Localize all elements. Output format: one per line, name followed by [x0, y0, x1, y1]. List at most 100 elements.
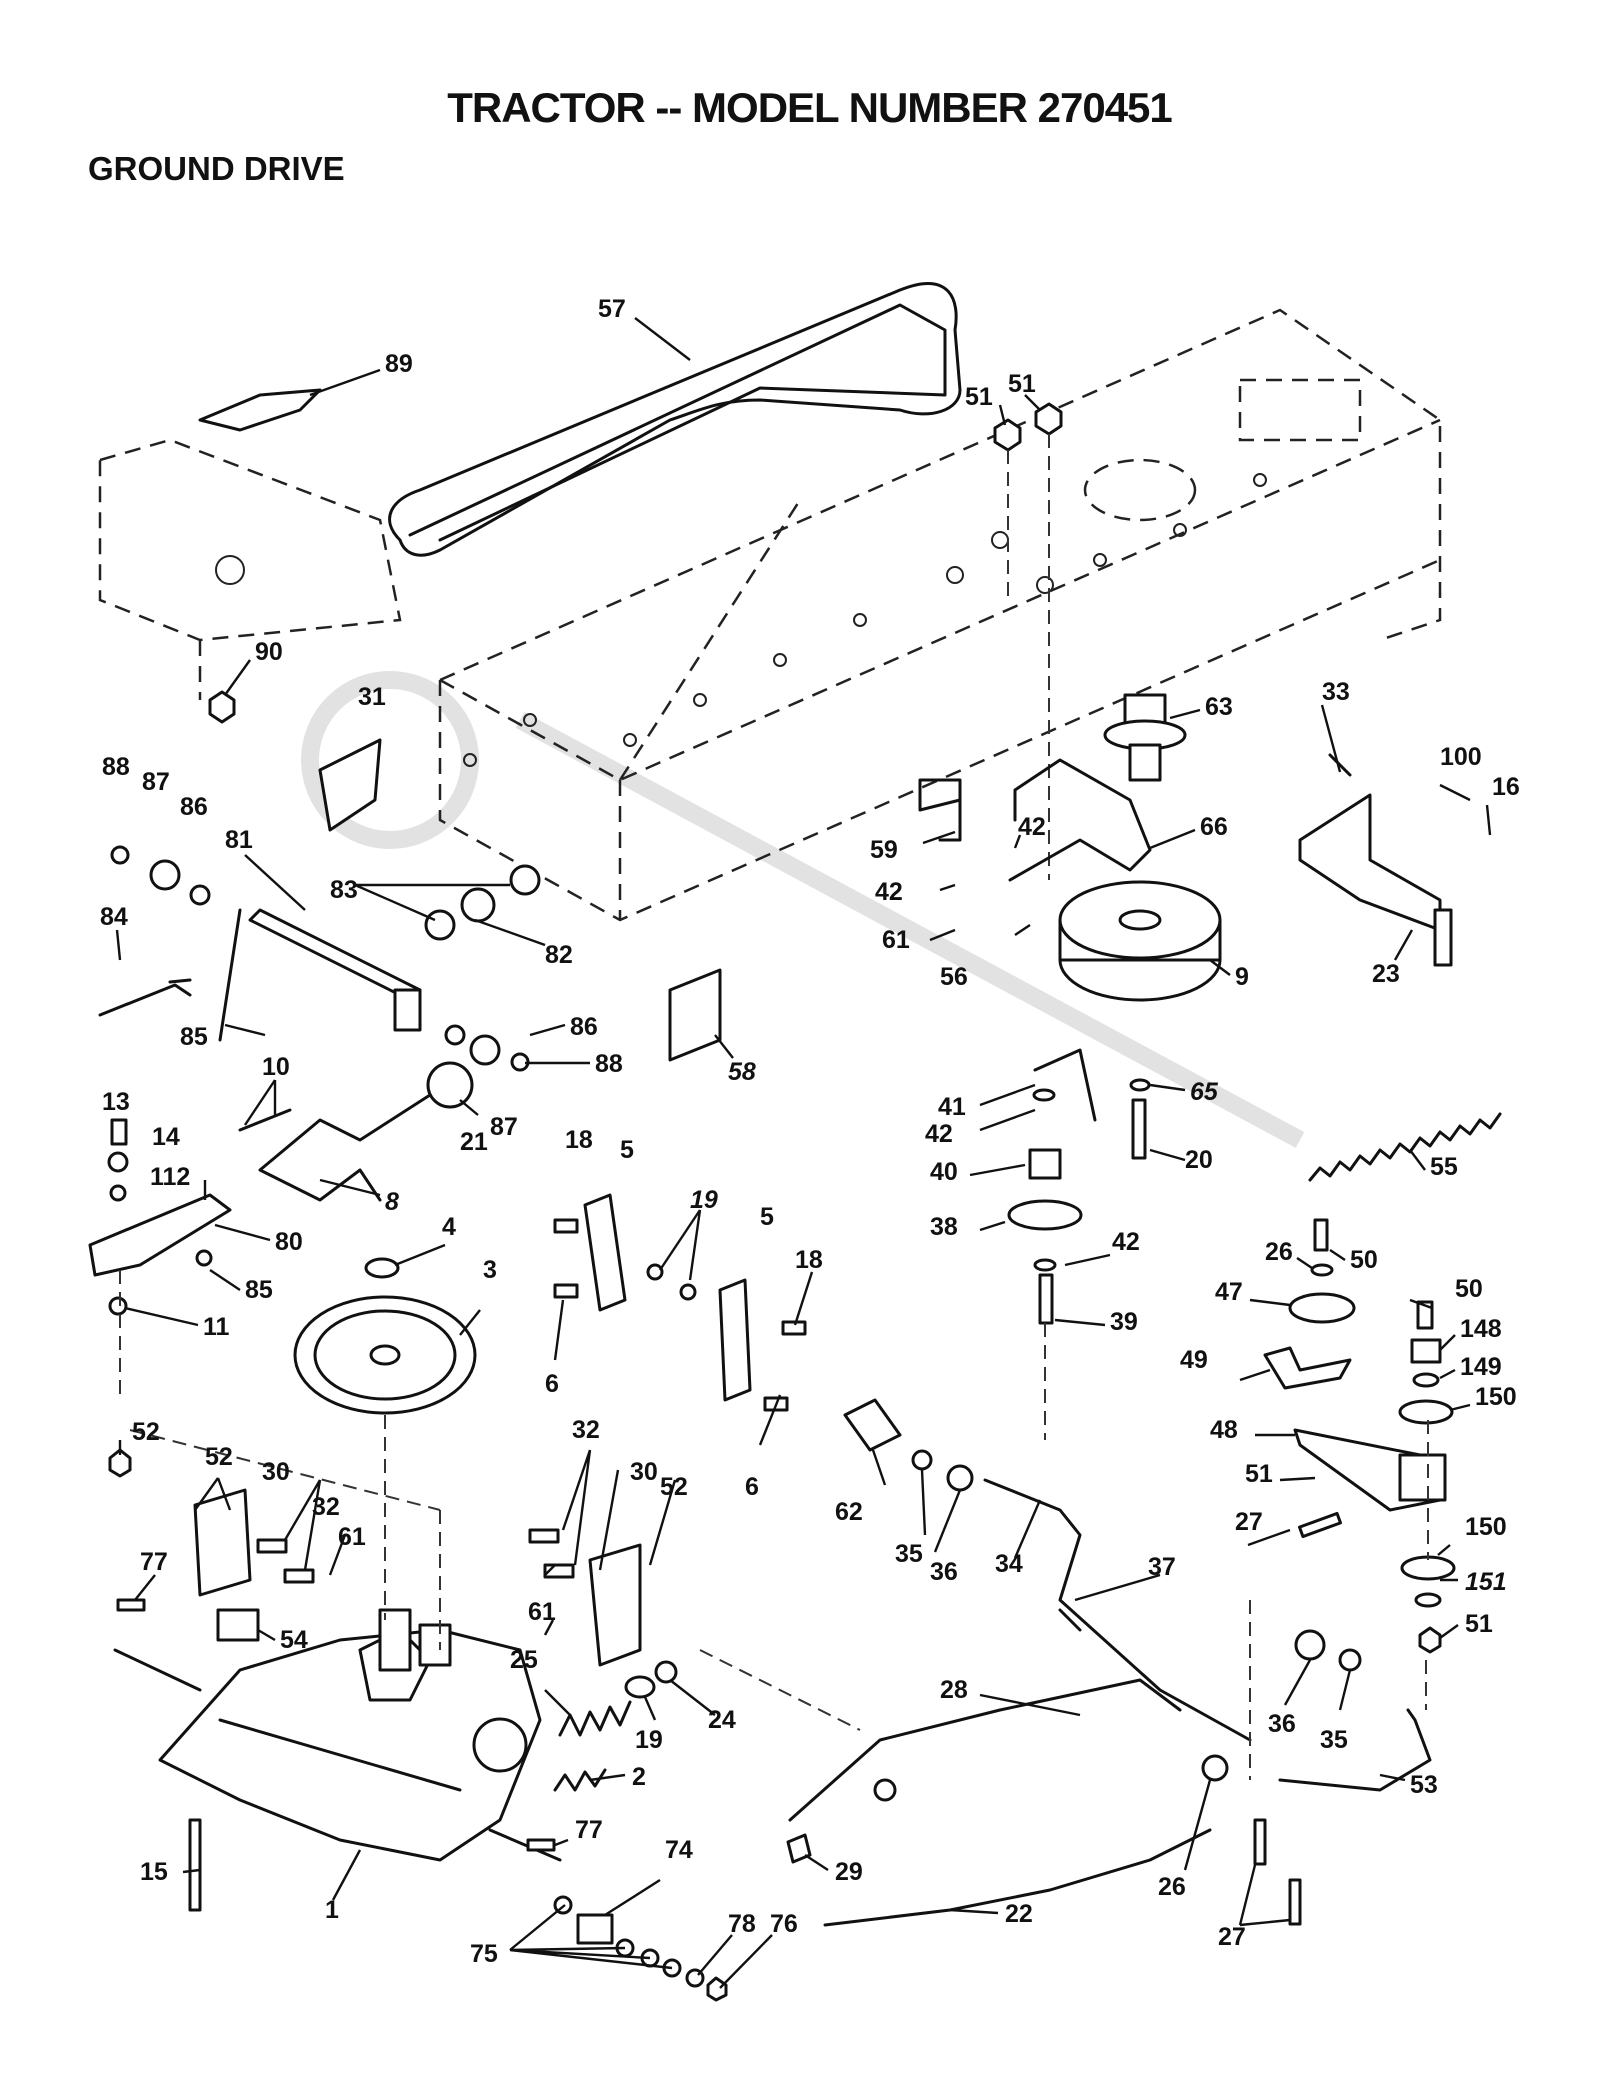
- callout-62: 62: [835, 1498, 863, 1526]
- callout-19: 19: [635, 1726, 663, 1754]
- callout-50: 50: [1350, 1246, 1378, 1274]
- callout-61: 61: [882, 926, 910, 954]
- brackets-30: [108, 1448, 642, 1667]
- callout-51: 51: [1465, 1610, 1493, 1638]
- leader-lines: [115, 317, 1492, 1989]
- callout-21: 21: [460, 1128, 488, 1156]
- callout-22: 22: [1005, 1900, 1033, 1928]
- callout-14: 14: [152, 1123, 180, 1151]
- callout-83: 83: [330, 876, 358, 904]
- callout-28: 28: [940, 1676, 968, 1704]
- callout-42: 42: [925, 1120, 953, 1148]
- callout-30: 30: [262, 1458, 290, 1486]
- bolt-20: [1129, 1078, 1151, 1160]
- callout-80: 80: [275, 1228, 303, 1256]
- nut-51-top: [993, 402, 1063, 452]
- pulley-3: [293, 1257, 477, 1415]
- callout-26: 26: [1158, 1873, 1186, 1901]
- callout-24: 24: [708, 1706, 736, 1734]
- callout-25: 25: [510, 1646, 538, 1674]
- callout-39: 39: [1110, 1308, 1138, 1336]
- callout-19: 19: [690, 1186, 718, 1214]
- callout-15: 15: [140, 1858, 168, 1886]
- callout-76: 76: [770, 1910, 798, 1938]
- clip-59: [918, 778, 962, 842]
- bracket-58: [668, 968, 722, 1062]
- callout-42: 42: [1018, 813, 1046, 841]
- page-title: TRACTOR -- MODEL NUMBER 270451: [447, 84, 1173, 131]
- shift-lever-8: [238, 1061, 474, 1202]
- callout-85: 85: [180, 1023, 208, 1051]
- callout-84: 84: [100, 903, 128, 931]
- idler-arm-48: [1263, 1218, 1447, 1512]
- callout-6: 6: [745, 1473, 759, 1501]
- callout-78: 78: [728, 1910, 756, 1938]
- callout-49: 49: [1180, 1346, 1208, 1374]
- callout-3: 3: [483, 1256, 497, 1284]
- callout-52: 52: [132, 1418, 160, 1446]
- callout-42: 42: [1112, 1228, 1140, 1256]
- callout-18: 18: [795, 1246, 823, 1274]
- callout-42: 42: [875, 878, 903, 906]
- callout-27: 27: [1235, 1508, 1263, 1536]
- callout-26: 26: [1265, 1238, 1293, 1266]
- callout-151: 151: [1465, 1568, 1507, 1596]
- callout-38: 38: [930, 1213, 958, 1241]
- callout-48: 48: [1210, 1416, 1238, 1444]
- bolt-15: [188, 1818, 202, 1912]
- spring-25: [553, 1660, 678, 1792]
- callout-55: 55: [1430, 1153, 1458, 1181]
- transaxle-1: [113, 1608, 562, 1862]
- callout-27: 27: [1218, 1923, 1246, 1951]
- callout-6: 6: [545, 1370, 559, 1398]
- callout-87: 87: [142, 768, 170, 796]
- rod-53: [1278, 1708, 1432, 1792]
- nut-90: [208, 690, 236, 724]
- part-31: [318, 738, 382, 832]
- callout-10: 10: [262, 1053, 290, 1081]
- callout-57: 57: [598, 295, 626, 323]
- watermark: [301, 671, 1305, 1148]
- callout-32: 32: [572, 1416, 600, 1444]
- spring-55: [1308, 1112, 1502, 1182]
- callout-77: 77: [140, 1548, 168, 1576]
- callout-149: 149: [1460, 1353, 1502, 1381]
- callout-56: 56: [940, 963, 968, 991]
- spring-82: [424, 864, 541, 941]
- callout-90: 90: [255, 638, 283, 666]
- pins-26-27: [1201, 1511, 1343, 1926]
- callout-23: 23: [1372, 960, 1400, 988]
- callout-32: 32: [312, 1493, 340, 1521]
- stack-148: [1398, 1300, 1456, 1654]
- callout-61: 61: [338, 1523, 366, 1551]
- section-title: GROUND DRIVE: [88, 150, 345, 187]
- washers-36-35: [1294, 1629, 1362, 1672]
- pulley-63: [1103, 693, 1187, 782]
- bracket-66: [1008, 758, 1152, 882]
- callout-35: 35: [895, 1540, 923, 1568]
- callout-150: 150: [1475, 1383, 1517, 1411]
- shaft-81: [218, 908, 422, 1042]
- bracket-23: [1298, 793, 1442, 932]
- callout-13: 13: [102, 1088, 130, 1116]
- callout-150: 150: [1465, 1513, 1507, 1541]
- callout-63: 63: [1205, 693, 1233, 721]
- callout-labels: 57 89 51 51 90 31 63 33 100 16 88 87 86 …: [100, 295, 1520, 1968]
- callout-47: 47: [1215, 1278, 1243, 1306]
- guide-lines: [119, 1270, 1429, 1780]
- callout-52: 52: [660, 1473, 688, 1501]
- callout-82: 82: [545, 941, 573, 969]
- link-84: [98, 978, 192, 1017]
- rods-28-22: [786, 1678, 1212, 1927]
- callout-75: 75: [470, 1940, 498, 1968]
- callout-51: 51: [965, 383, 993, 411]
- callout-86: 86: [180, 793, 208, 821]
- callout-34: 34: [995, 1550, 1023, 1578]
- callout-36: 36: [1268, 1710, 1296, 1738]
- callout-53: 53: [1410, 1771, 1438, 1799]
- bracket-89: [198, 388, 322, 432]
- callout-54: 54: [280, 1626, 308, 1654]
- callout-88: 88: [595, 1050, 623, 1078]
- lever-34: [843, 1398, 1252, 1742]
- idler-stack-38: [1007, 1048, 1097, 1325]
